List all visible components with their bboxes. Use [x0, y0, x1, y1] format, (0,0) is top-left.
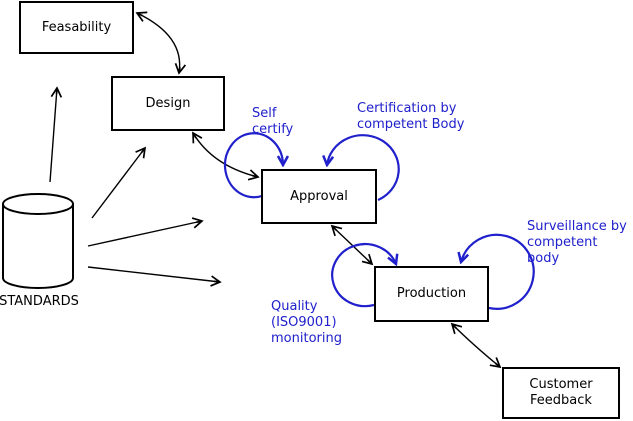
loop-surveillance	[461, 233, 535, 310]
annotation-surveillance: Surveillance by competent body	[527, 219, 627, 266]
arrow-standards-to-approval	[87, 217, 204, 247]
arrow-standards-to-design	[91, 146, 147, 219]
node-feasability-label: Feasability	[41, 19, 112, 35]
loop-quality-monitoring	[331, 243, 396, 308]
node-customer-feedback: Customer Feedback	[502, 367, 620, 419]
annotation-quality-monitoring: Quality (ISO9001) monitoring	[271, 299, 342, 346]
loop-certification	[327, 134, 400, 202]
loop-self-certify	[223, 132, 283, 199]
arrow-production-customer-feedback	[450, 322, 502, 369]
arrow-design-approval	[192, 131, 260, 181]
standards-label: STANDARDS	[0, 294, 79, 309]
arrow-standards-to-feasability	[49, 86, 63, 183]
node-production-label: Production	[396, 286, 467, 301]
node-approval: Approval	[261, 169, 377, 224]
node-production: Production	[374, 266, 489, 322]
node-design-label: Design	[145, 95, 191, 111]
node-design: Design	[111, 76, 225, 131]
annotation-self-certify: Self certify	[252, 106, 294, 137]
node-customer-feedback-label: Customer Feedback	[529, 377, 593, 408]
arrow-standards-to-production	[87, 266, 222, 287]
annotation-certification: Certification by competent Body	[357, 101, 465, 132]
arrow-approval-production	[330, 224, 374, 266]
node-approval-label: Approval	[290, 188, 348, 204]
node-feasability: Feasability	[19, 1, 134, 54]
standards-cylinder	[2, 193, 74, 289]
arrow-feasability-design	[135, 11, 187, 75]
